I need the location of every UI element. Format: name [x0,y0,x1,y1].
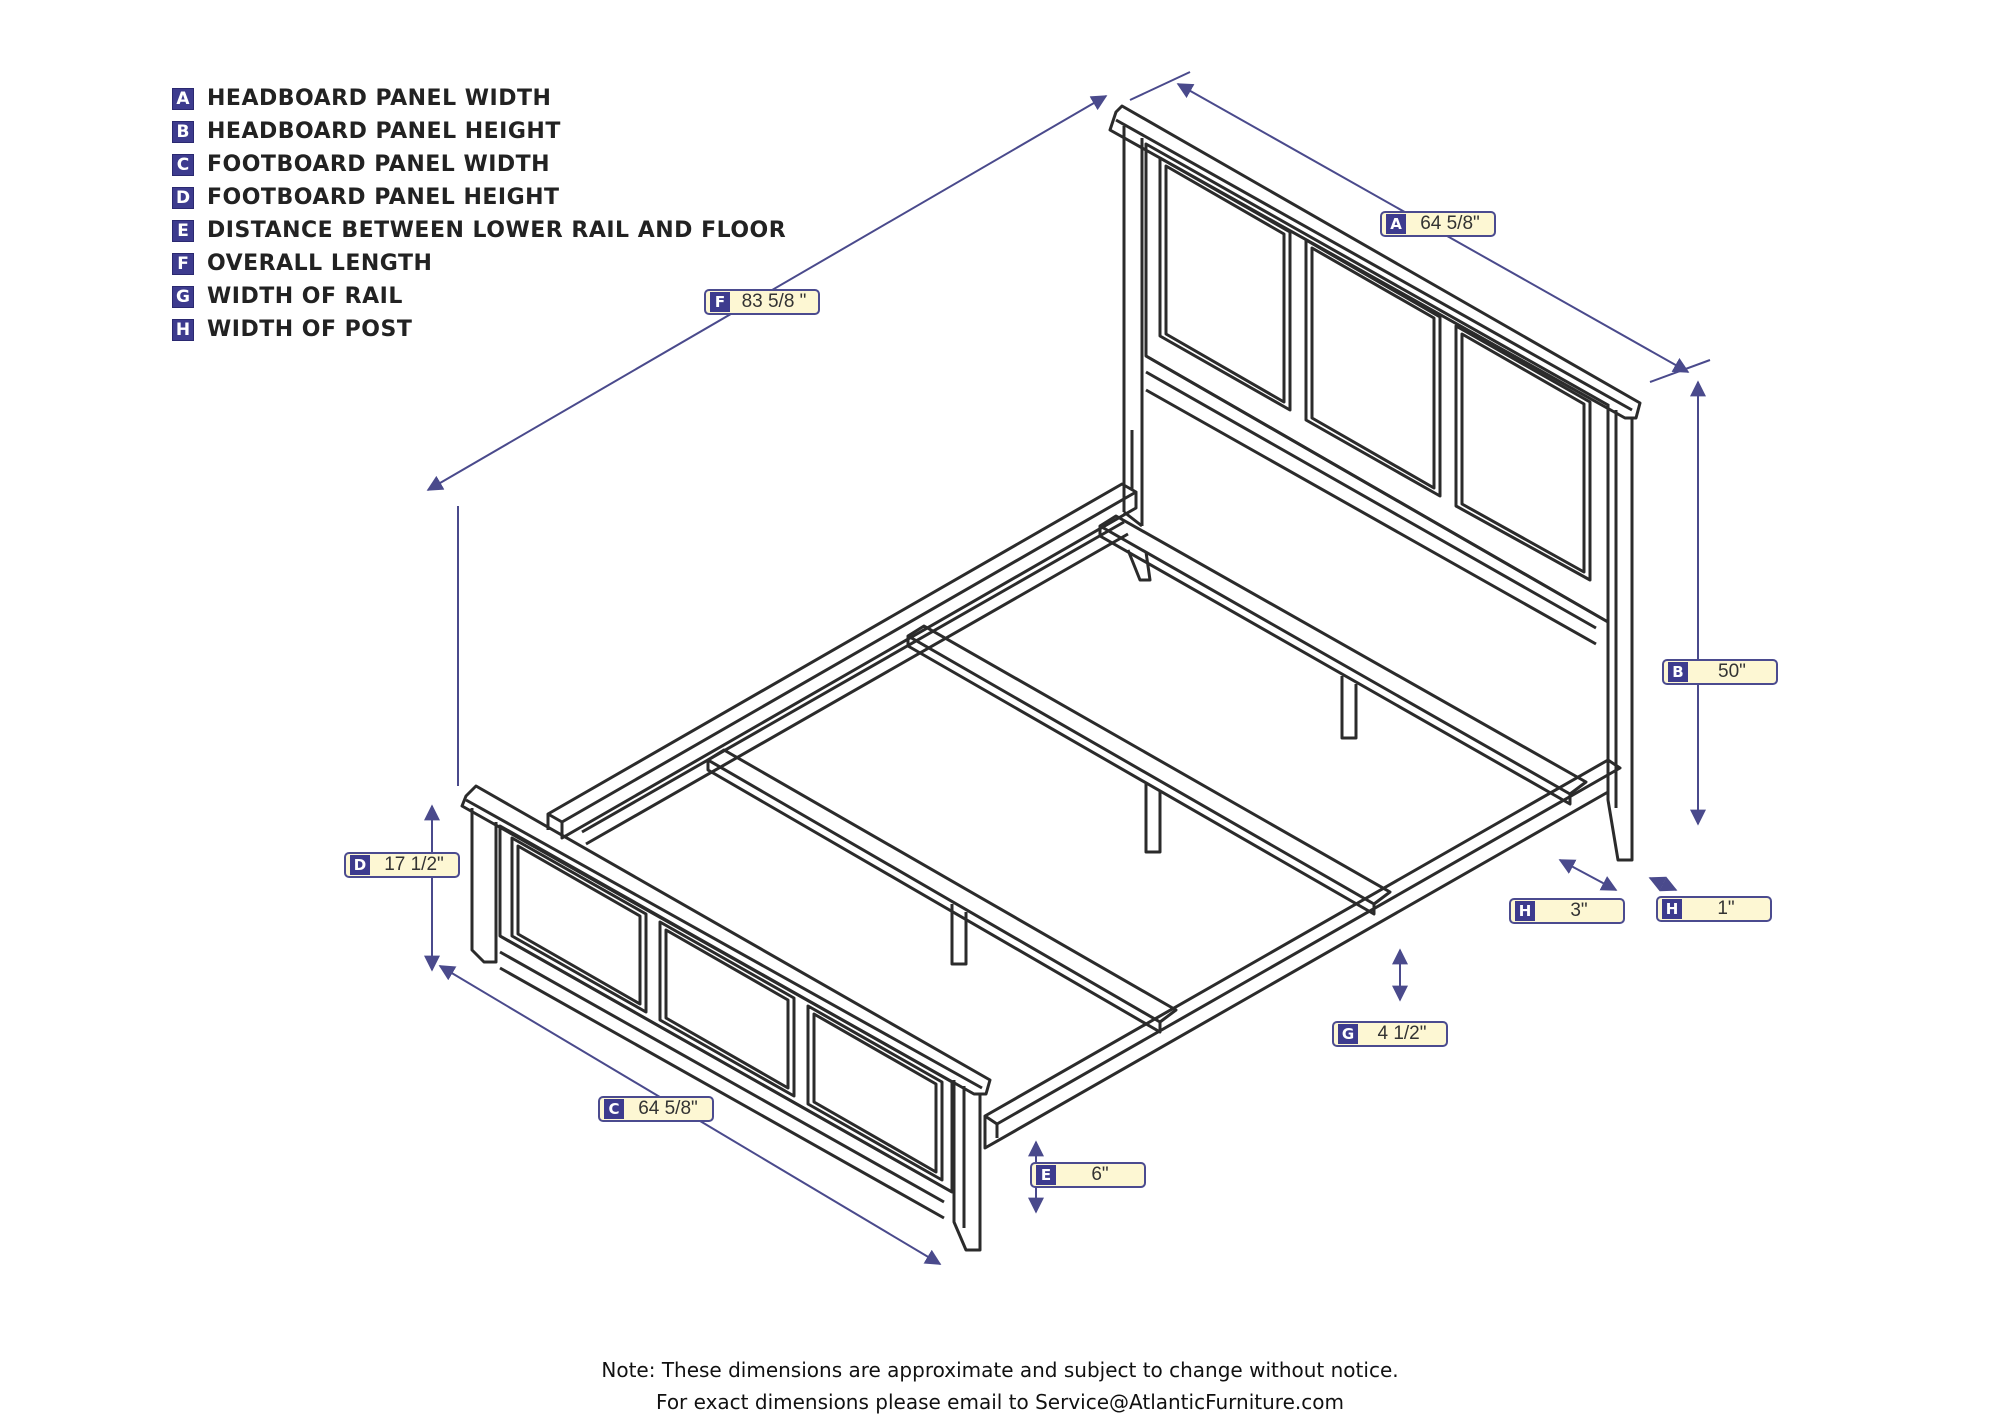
footboard-left-post [470,808,498,964]
legend-text: FOOTBOARD PANEL HEIGHT [207,185,560,210]
note-line-1: Note: These dimensions are approximate a… [601,1358,1399,1382]
legend-key: A [172,87,194,110]
legend-item-c: C FOOTBOARD PANEL WIDTH [172,148,786,181]
dimension-tag-h-3: H 3" [1509,898,1625,924]
legend-text: HEADBOARD PANEL HEIGHT [207,119,561,144]
dimension-value: 6" [1091,1164,1109,1185]
legend-item-h: H WIDTH OF POST [172,313,786,346]
dimension-tag-c: C 64 5/8" [598,1096,714,1122]
dimension-key: E [1036,1165,1056,1185]
headboard-panel-3 [1454,324,1592,582]
slat-1 [706,748,1178,1034]
dimension-key: H [1662,899,1682,919]
legend-text: WIDTH OF POST [207,317,413,342]
dimension-value: 50" [1718,661,1746,682]
left-rail-ledge [581,520,1129,846]
footboard-right-post [952,1080,982,1252]
legend-key: F [172,252,194,275]
dimension-key: A [1386,214,1406,234]
slat-3-leg [1340,676,1358,740]
dimension-value: 64 5/8" [638,1098,698,1119]
legend-item-e: E DISTANCE BETWEEN LOWER RAIL AND FLOOR [172,214,786,247]
legend-text: DISTANCE BETWEEN LOWER RAIL AND FLOOR [207,218,787,243]
legend-key: B [172,120,194,143]
dimension-h2-line [1648,876,1678,892]
legend-key: H [172,318,194,341]
note-line-2: For exact dimensions please email to Ser… [656,1390,1344,1414]
legend-item-f: F OVERALL LENGTH [172,247,786,280]
dimension-tag-e: E 6" [1030,1162,1146,1188]
legend-item-a: A HEADBOARD PANEL WIDTH [172,82,786,115]
dimension-a-ext-1 [1129,71,1191,101]
dimension-value: 3" [1570,900,1588,921]
dimension-value: 83 5/8 " [741,291,807,312]
slat-1-leg [950,904,968,966]
slats [706,514,1588,1034]
dimension-tag-f: F 83 5/8 " [704,289,820,315]
legend-key: E [172,219,194,242]
dimension-tag-h-1: H 1" [1656,896,1772,922]
dimension-key: H [1515,901,1535,921]
right-side-rail [983,758,1622,1150]
legend-text: OVERALL LENGTH [207,251,433,276]
dimension-value: 64 5/8" [1420,213,1480,234]
footboard-cap [460,784,992,1096]
legend-item-d: D FOOTBOARD PANEL HEIGHT [172,181,786,214]
legend-item-b: B HEADBOARD PANEL HEIGHT [172,115,786,148]
headboard-cap [1108,104,1642,420]
dimension-value: 4 1/2" [1377,1023,1427,1044]
legend-key: C [172,153,194,176]
legend-text: FOOTBOARD PANEL WIDTH [207,152,551,177]
dimension-key: D [350,855,370,875]
dimension-tag-a: A 64 5/8" [1380,211,1496,237]
legend-key: D [172,186,194,209]
dimension-key: C [604,1099,624,1119]
dimension-value: 1" [1717,898,1735,919]
dimension-tag-d: D 17 1/2" [344,852,460,878]
legend-key: G [172,285,194,308]
legend-text: HEADBOARD PANEL WIDTH [207,86,552,111]
headboard-lower-rail [1145,354,1609,646]
dimension-a-ext-2 [1649,359,1711,383]
left-rail-leg [1126,549,1152,582]
dimension-value: 17 1/2" [384,854,444,875]
right-rail-face [983,760,1610,1150]
dimension-tag-b: B 50" [1662,659,1778,685]
slat-2-leg [1144,782,1162,854]
dimension-h1-line [1558,859,1618,891]
legend-text: WIDTH OF RAIL [207,284,403,309]
slat-2 [906,624,1392,916]
right-rail-top [983,758,1622,1126]
dimension-tag-g: G 4 1/2" [1332,1021,1448,1047]
dimension-key: F [710,292,730,312]
dimension-key: B [1668,662,1688,682]
slat-3 [1098,514,1588,806]
legend-item-g: G WIDTH OF RAIL [172,280,786,313]
dimension-key: G [1338,1024,1358,1044]
left-side-rail [546,482,1152,846]
legend: A HEADBOARD PANEL WIDTH B HEADBOARD PANEL … [172,82,786,346]
